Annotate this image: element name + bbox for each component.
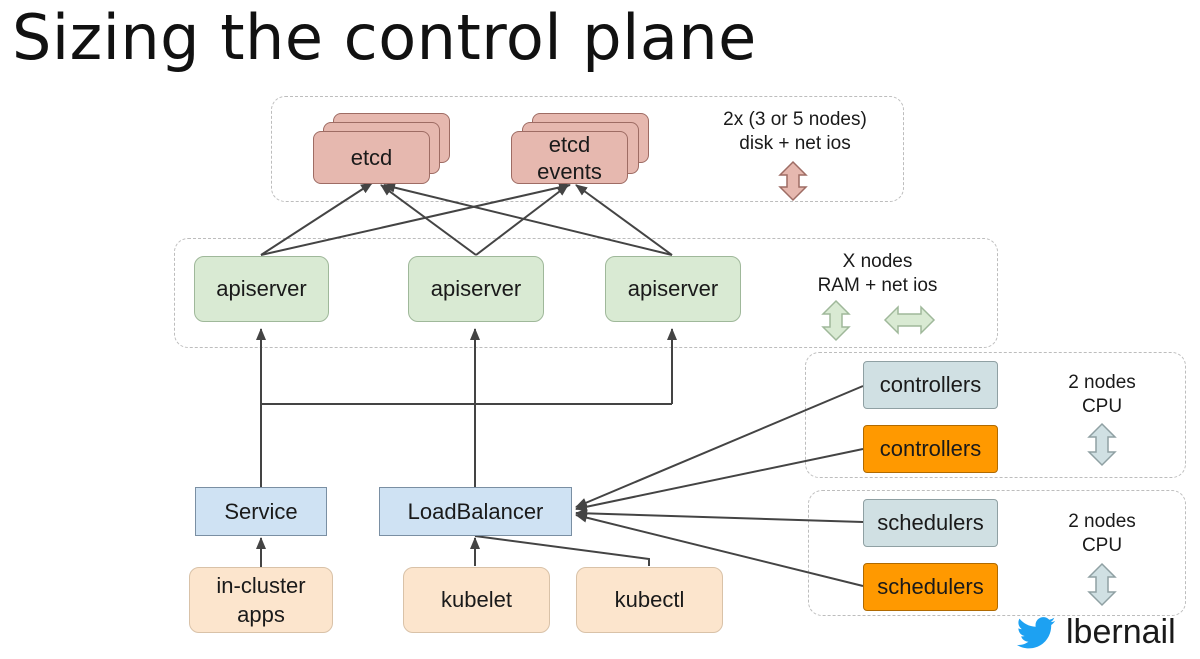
apiserver-sizing-note: X nodes RAM + net ios — [817, 251, 938, 296]
author-handle: lbernail — [1066, 613, 1176, 651]
schedulers-active-label: schedulers — [877, 574, 984, 599]
service-bus — [260, 403, 672, 487]
apiserver-node-2: apiserver — [408, 256, 544, 322]
etcd-events-node: etcd events — [511, 131, 628, 184]
etcd-sizing-note: 2x (3 or 5 nodes) disk + net ios — [723, 109, 867, 154]
arrow-ctrl2-lb — [575, 448, 864, 512]
twitter-bird-icon — [1016, 617, 1056, 649]
page-title: Sizing the control plane — [12, 1, 757, 74]
etcd-node: etcd — [313, 131, 430, 184]
apiserver-label-2: apiserver — [430, 276, 522, 301]
apiserver-horizontal-scale-arrow — [883, 305, 936, 335]
arrow-api3-events — [575, 184, 673, 256]
etcd-group — [271, 96, 904, 202]
schedulers-active: schedulers — [863, 563, 998, 611]
arrow-ctrl1-lb — [575, 385, 864, 508]
controllers-group — [805, 352, 1186, 478]
apiserver-vertical-scale-arrow — [821, 299, 851, 342]
service-label: Service — [224, 498, 298, 524]
in-cluster-apps-label-line2: apps — [237, 602, 285, 627]
arrow-sched2-lb — [575, 512, 864, 587]
apiserver-label-1: apiserver — [216, 276, 307, 301]
etcd-scale-arrow — [778, 160, 808, 202]
schedulers-sizing-note: 2 nodes CPU — [1068, 511, 1136, 556]
kubectl-node: kubectl — [576, 567, 723, 633]
arrow-api2-events — [475, 184, 569, 256]
arrow-sched1-lb — [575, 508, 864, 523]
schedulers-standby-label: schedulers — [877, 510, 984, 535]
apiserver-label-3: apiserver — [627, 276, 719, 301]
kubelet-node: kubelet — [403, 567, 550, 633]
schedulers-scale-arrow — [1087, 562, 1117, 607]
controllers-active: controllers — [863, 425, 998, 473]
in-cluster-apps-label-line1: in-cluster — [216, 573, 306, 598]
controllers-sizing-note: 2 nodes CPU — [1068, 372, 1136, 417]
loadbalancer-label: LoadBalancer — [407, 498, 544, 524]
controllers-standby: controllers — [863, 361, 998, 409]
schedulers-standby: schedulers — [863, 499, 998, 547]
etcd-events-label-line1: etcd — [548, 131, 591, 157]
schedulers-group — [808, 490, 1186, 616]
apiserver-node-3: apiserver — [605, 256, 741, 322]
loadbalancer-node: LoadBalancer — [379, 487, 572, 536]
apiserver-node-1: apiserver — [194, 256, 329, 322]
kubelet-label: kubelet — [441, 587, 512, 612]
arrow-api1-events — [260, 182, 571, 256]
kubectl-label: kubectl — [614, 587, 685, 612]
apiserver-group — [174, 238, 998, 348]
controllers-active-label: controllers — [879, 436, 982, 461]
arrow-api1-etcd — [260, 182, 373, 256]
controllers-scale-arrow — [1087, 422, 1117, 467]
arrow-api3-etcd — [383, 182, 673, 256]
controllers-standby-label: controllers — [879, 372, 982, 397]
service-node: Service — [195, 487, 327, 536]
kubectl-wire — [474, 535, 650, 566]
etcd-events-label-line2: events — [537, 158, 602, 184]
arrow-api2-etcd — [380, 184, 477, 256]
in-cluster-apps-node: in-cluster apps — [189, 567, 333, 633]
etcd-label: etcd — [350, 144, 393, 170]
